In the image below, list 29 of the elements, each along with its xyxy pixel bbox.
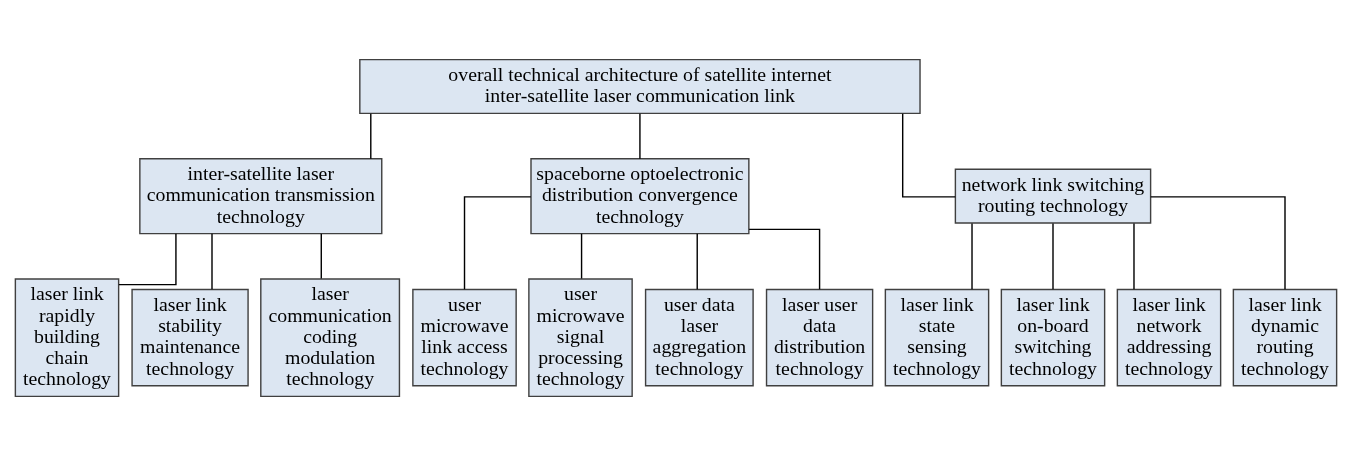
connector (1150, 196, 1286, 290)
connector (118, 232, 177, 286)
connector (696, 233, 698, 290)
node-box: laser link dynamic routing technology (1232, 288, 1338, 387)
node-box: laser communication coding modulation technology (260, 278, 401, 398)
connector (902, 113, 956, 198)
node-box: user data laser aggregation technology (644, 288, 754, 387)
node-box: spaceborne optoelectronic distribution convergence technology (530, 157, 750, 235)
connector (971, 222, 973, 290)
connector (639, 112, 641, 160)
node-box: laser link on-board switching technology (1000, 288, 1106, 387)
connector (1052, 222, 1054, 290)
node-box: user microwave link access technology (412, 288, 517, 387)
node-box: laser link rapidly building chain technology (14, 278, 120, 398)
node-box: laser link state sensing technology (884, 288, 990, 387)
node-box: laser link stability maintenance technology (131, 288, 249, 387)
connector (211, 233, 213, 290)
node-box: inter-satellite laser communication transmission technology (139, 157, 383, 235)
node-box: overall technical architecture of satellite internet inter-satellite laser communication link (359, 58, 921, 115)
connector (748, 228, 821, 290)
connector (580, 233, 583, 280)
connector (320, 233, 322, 280)
node-box: user microwave signal processing technology (528, 278, 633, 398)
node-box: network link switching routing technology (954, 168, 1152, 224)
node-box: laser user data distribution technology (765, 288, 874, 387)
connector (370, 112, 372, 160)
node-box: laser link network addressing technology (1116, 288, 1222, 387)
connector (1133, 222, 1135, 290)
connector (463, 196, 532, 290)
